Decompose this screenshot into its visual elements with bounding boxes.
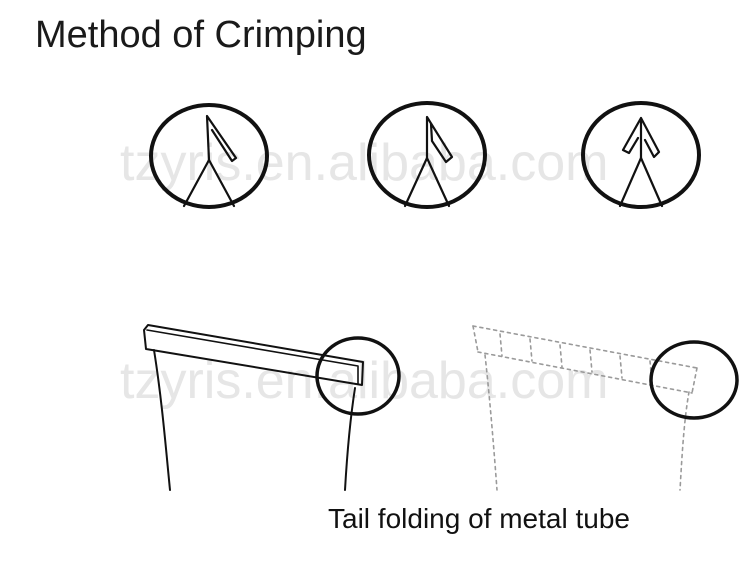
fold-tip-3 (621, 116, 661, 160)
fold-tip-2 (425, 115, 454, 164)
detail-circle-4 (315, 336, 401, 416)
page-title: Method of Crimping (35, 14, 367, 56)
folded-tail-band (143, 324, 364, 386)
detail-circle-2 (367, 101, 487, 209)
detail-circle-3 (581, 101, 701, 209)
watermark-bottom: tzyris.en.alibaba.com (120, 352, 608, 410)
dotted-right-wall (679, 391, 690, 491)
fold-tip-1 (205, 114, 238, 163)
dotted-band-right (691, 367, 698, 394)
detail-circle-5 (649, 340, 739, 420)
dotted-band-bottom (477, 351, 693, 394)
dotted-left-wall (484, 354, 498, 491)
dotted-band-left (472, 325, 479, 353)
tube-unfolded-dotted (472, 325, 698, 491)
tube-right-wall (344, 387, 356, 491)
crimp-stage-2 (367, 101, 487, 209)
crimp-stage-3 (581, 101, 701, 209)
dotted-band-top (472, 325, 698, 369)
fold-line-3 (618, 156, 664, 208)
folded-tail-inner (146, 329, 359, 385)
tube-left-wall (153, 349, 171, 491)
diagram-caption: Tail folding of metal tube (328, 503, 630, 534)
detail-circle-1 (149, 103, 269, 209)
tube-folded-tail (143, 324, 401, 491)
crimp-stage-1 (149, 103, 269, 209)
watermark-top: tzyris.en.alibaba.com (120, 134, 608, 192)
